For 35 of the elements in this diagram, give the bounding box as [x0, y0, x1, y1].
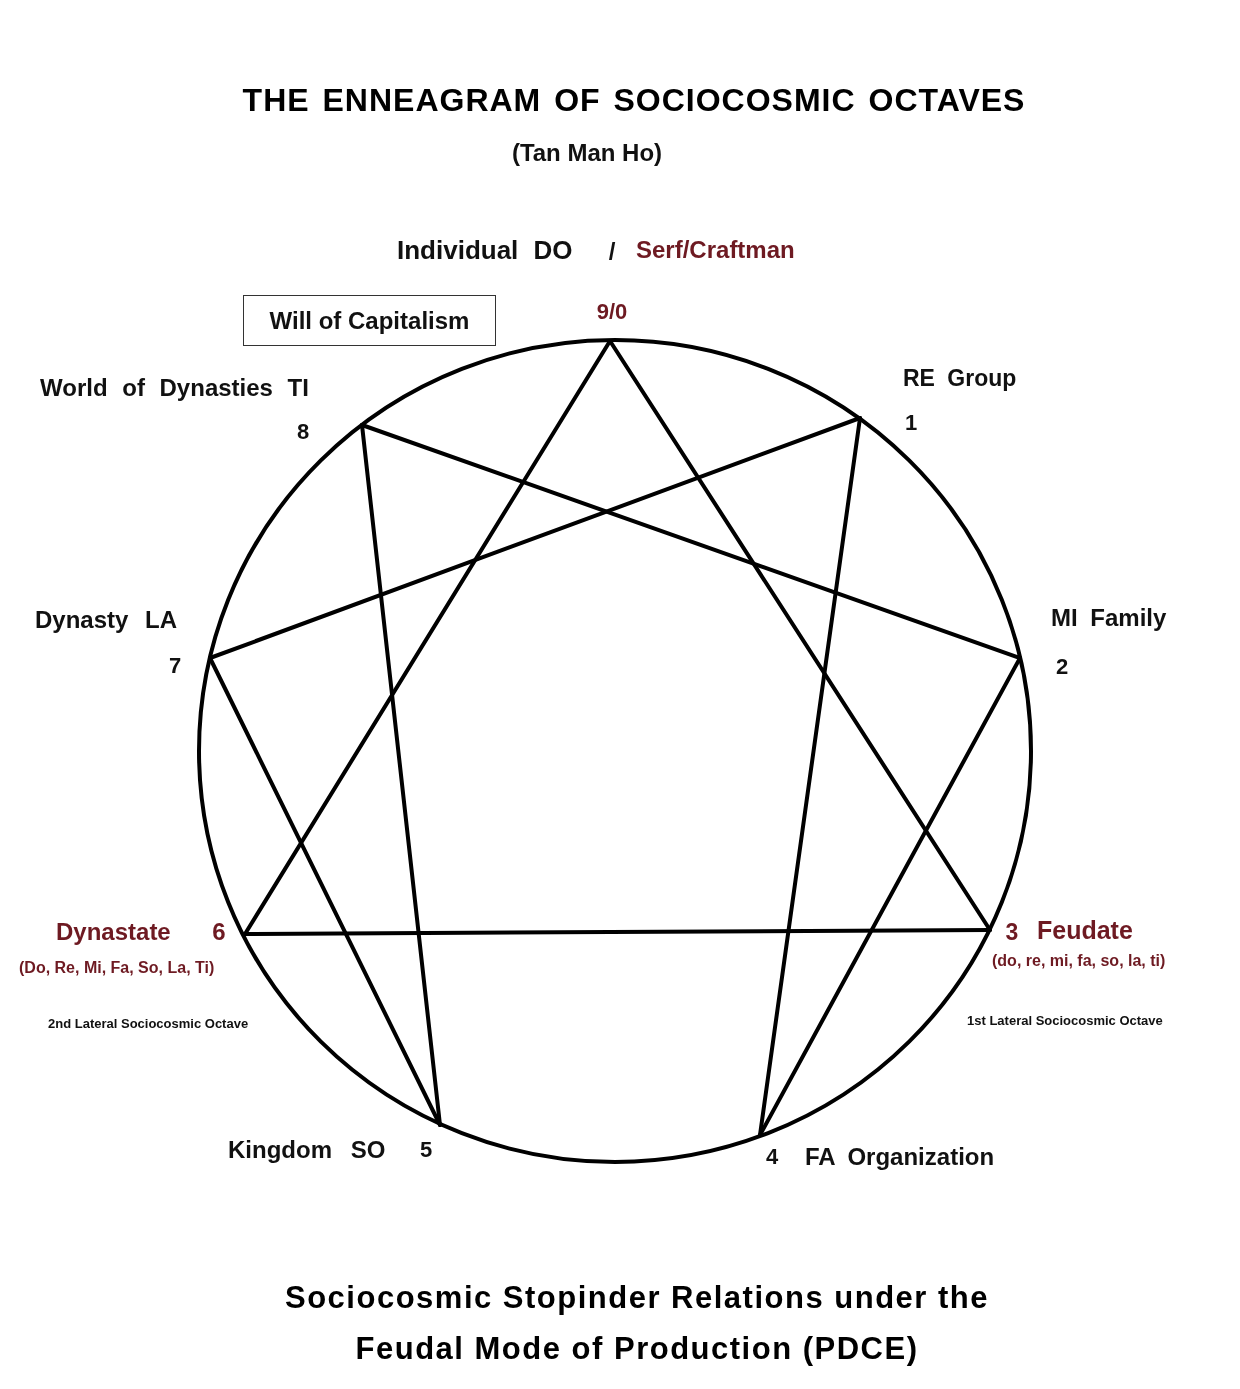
point-number: 9/0	[596, 301, 628, 323]
name-label: MI Family	[1051, 606, 1167, 630]
point-number: 8	[296, 421, 310, 443]
octave-label: 1st Lateral Sociocosmic Octave	[967, 1013, 1163, 1027]
caption-text: Sociocosmic Stopinder Relations under the Feudal Mode of Production (PDCE)	[284, 1279, 990, 1368]
connector-line	[758, 416, 862, 1137]
point-number: 2	[1055, 656, 1069, 678]
connector-line	[243, 928, 992, 936]
connector-line	[758, 656, 1022, 1137]
point-number: 7	[168, 655, 182, 677]
point-number: 4	[765, 1146, 779, 1168]
connector-line	[360, 423, 442, 1127]
diagram-title: THE ENNEAGRAM OF SOCIOCOSMIC OCTAVES	[242, 84, 1026, 116]
name-label: World of Dynasties TI	[40, 376, 309, 400]
point-number: 5	[419, 1139, 433, 1161]
point-number: 3	[1005, 920, 1019, 944]
connector-line	[208, 656, 442, 1127]
text-box: Will of Capitalism	[243, 295, 496, 346]
author-label: (Tan Man Ho)	[511, 141, 663, 165]
connector-line	[243, 339, 612, 936]
note-sequence-label: (do, re, mi, fa, so, la, ti)	[992, 953, 1166, 969]
name-label: RE Group	[903, 366, 1017, 390]
name-label: Feudate	[1037, 917, 1133, 943]
note-sequence-label: (Do, Re, Mi, Fa, So, La, Ti)	[19, 960, 215, 976]
name-label: Serf/Craftman	[636, 238, 795, 262]
slash-separator: /	[608, 240, 616, 264]
name-label: FA Organization	[805, 1145, 995, 1169]
name-label: Dynastate	[56, 920, 171, 944]
point-number: 1	[904, 412, 918, 434]
connector-line	[360, 423, 1022, 660]
name-label: Dynasty LA	[35, 608, 178, 632]
name-label: Kingdom SO	[228, 1138, 386, 1162]
octave-label: 2nd Lateral Sociocosmic Octave	[48, 1016, 249, 1030]
name-label: Individual DO	[397, 237, 573, 263]
point-number: 6	[212, 920, 226, 944]
